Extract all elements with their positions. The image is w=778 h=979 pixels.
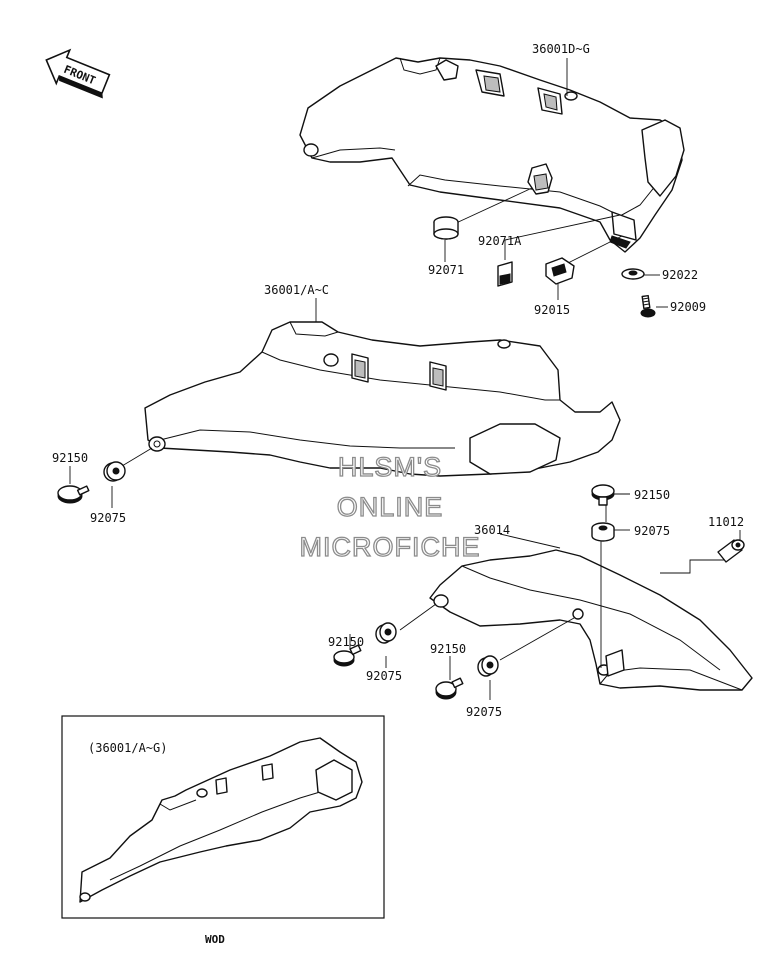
- watermark-line2: ONLINE: [337, 492, 444, 522]
- callout-92150-right: 92150: [634, 488, 670, 502]
- callout-92075-low1: 92075: [366, 669, 402, 683]
- inset-box: (36001/A~G): [61, 715, 385, 919]
- screw-92009: [640, 294, 656, 318]
- callout-92150-low1: 92150: [328, 635, 364, 649]
- callout-92075-left: 92075: [90, 511, 126, 525]
- grommet-92075-low1: [375, 622, 397, 644]
- callout-92009: 92009: [670, 300, 706, 314]
- leader-lines-upper: [444, 58, 668, 308]
- callout-92150-left: 92150: [52, 451, 88, 465]
- callout-92015: 92015: [534, 303, 570, 317]
- middle-side-cover: [144, 321, 621, 477]
- bolt-92150-left: [57, 485, 90, 504]
- callout-92022: 92022: [662, 268, 698, 282]
- inset-cover: [79, 737, 363, 903]
- callout-92075-low2: 92075: [466, 705, 502, 719]
- grommet-92071: [433, 216, 459, 240]
- callout-92150-low2: 92150: [430, 642, 466, 656]
- leader-lines-lower: [349, 493, 741, 700]
- callout-92075-right: 92075: [634, 524, 670, 538]
- clip-92071a: [497, 261, 513, 287]
- bolt-92150-right: [591, 484, 615, 506]
- callout-11012: 11012: [708, 515, 744, 529]
- leader-lines-middle: [69, 298, 317, 508]
- watermark-line3: MICROFICHE: [300, 532, 481, 562]
- bolt-92150-low1: [333, 644, 362, 667]
- callout-36001d-g: 36001D~G: [532, 42, 590, 56]
- callout-labels: 36001D~G 36001/A~C 92071 92071A 92015 92…: [52, 42, 744, 719]
- front-direction-arrow: FRONT: [45, 48, 111, 99]
- inset-title: (36001/A~G): [88, 741, 167, 755]
- collar-11012: [717, 539, 745, 563]
- bolt-92150-low2: [435, 677, 464, 700]
- callout-36001-a-c: 36001/A~C: [264, 283, 329, 297]
- watermark: HLSM'S ONLINE MICROFICHE: [299, 451, 481, 562]
- callout-92071: 92071: [428, 263, 464, 277]
- grommet-92075-right: [591, 522, 615, 542]
- inset-caption: WOD: [205, 933, 225, 946]
- nut-92015: [545, 257, 575, 285]
- watermark-line1: HLSM'S: [338, 452, 442, 482]
- callout-92071a: 92071A: [478, 234, 522, 248]
- grommet-92075-low2: [477, 655, 499, 677]
- cover-clip: [527, 163, 553, 195]
- washer-92022: [621, 268, 645, 280]
- upper-side-cover: [299, 57, 685, 253]
- grommet-92075-left: [103, 461, 126, 482]
- callout-36014: 36014: [474, 523, 510, 537]
- chain-cover-36014: [429, 549, 753, 691]
